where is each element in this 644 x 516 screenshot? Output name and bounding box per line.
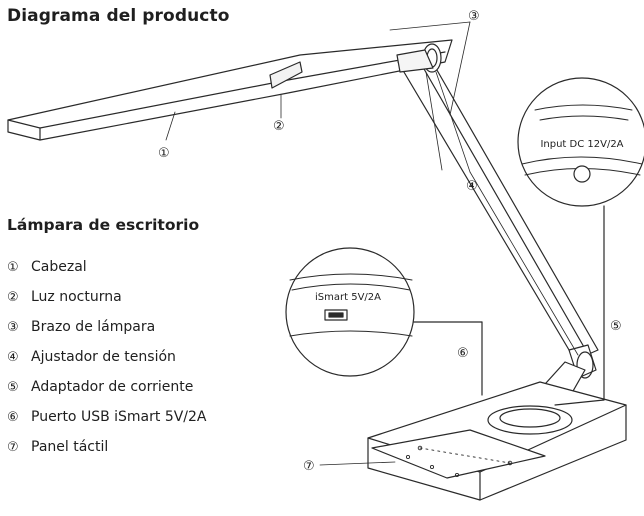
callout-6: ⑥ bbox=[457, 346, 469, 361]
legend-item: ⑦ Panel táctil bbox=[7, 432, 207, 462]
callout-leaders bbox=[165, 21, 471, 466]
legend-label: Ajustador de tensión bbox=[31, 349, 176, 365]
legend-number: ② bbox=[7, 289, 19, 305]
parts-legend: ① Cabezal ② Luz nocturna ③ Brazo de lámp… bbox=[7, 252, 207, 462]
tension-guides bbox=[425, 71, 579, 356]
callout-2: ② bbox=[273, 119, 285, 134]
legend-item: ⑥ Puerto USB iSmart 5V/2A bbox=[7, 402, 207, 432]
legend-number: ④ bbox=[7, 349, 19, 365]
touch-panel-dots bbox=[405, 445, 513, 478]
legend-label: Brazo de lámpara bbox=[31, 319, 156, 335]
legend-label: Cabezal bbox=[31, 259, 87, 275]
legend-label: Adaptador de corriente bbox=[31, 379, 194, 395]
power-input-magnifier bbox=[517, 77, 644, 406]
usb-port-label: iSmart 5V/2A bbox=[315, 292, 381, 303]
lamp-head bbox=[7, 39, 453, 141]
input-dc-label: Input DC 12V/2A bbox=[540, 139, 623, 150]
callout-4: ④ bbox=[466, 179, 478, 194]
legend-number: ③ bbox=[7, 319, 19, 335]
legend-number: ⑥ bbox=[7, 409, 19, 425]
lamp-base bbox=[367, 381, 627, 501]
callout-5: ⑤ bbox=[610, 319, 622, 334]
callout-3: ③ bbox=[468, 9, 480, 24]
legend-number: ⑤ bbox=[7, 379, 19, 395]
legend-item: ④ Ajustador de tensión bbox=[7, 342, 207, 372]
legend-item: ③ Brazo de lámpara bbox=[7, 312, 207, 342]
legend-number: ① bbox=[7, 259, 19, 275]
page-title: Diagrama del producto bbox=[7, 6, 230, 26]
legend-label: Luz nocturna bbox=[31, 289, 122, 305]
usb-port-magnifier bbox=[285, 247, 483, 396]
legend-number: ⑦ bbox=[7, 439, 19, 455]
callout-1: ① bbox=[158, 146, 170, 161]
callout-7: ⑦ bbox=[303, 459, 315, 474]
legend-label: Panel táctil bbox=[31, 439, 109, 455]
legend-item: ① Cabezal bbox=[7, 252, 207, 282]
lamp-arm bbox=[396, 43, 599, 361]
section-subtitle: Lámpara de escritorio bbox=[7, 216, 200, 234]
legend-label: Puerto USB iSmart 5V/2A bbox=[31, 409, 207, 425]
legend-item: ⑤ Adaptador de corriente bbox=[7, 372, 207, 402]
legend-item: ② Luz nocturna bbox=[7, 282, 207, 312]
